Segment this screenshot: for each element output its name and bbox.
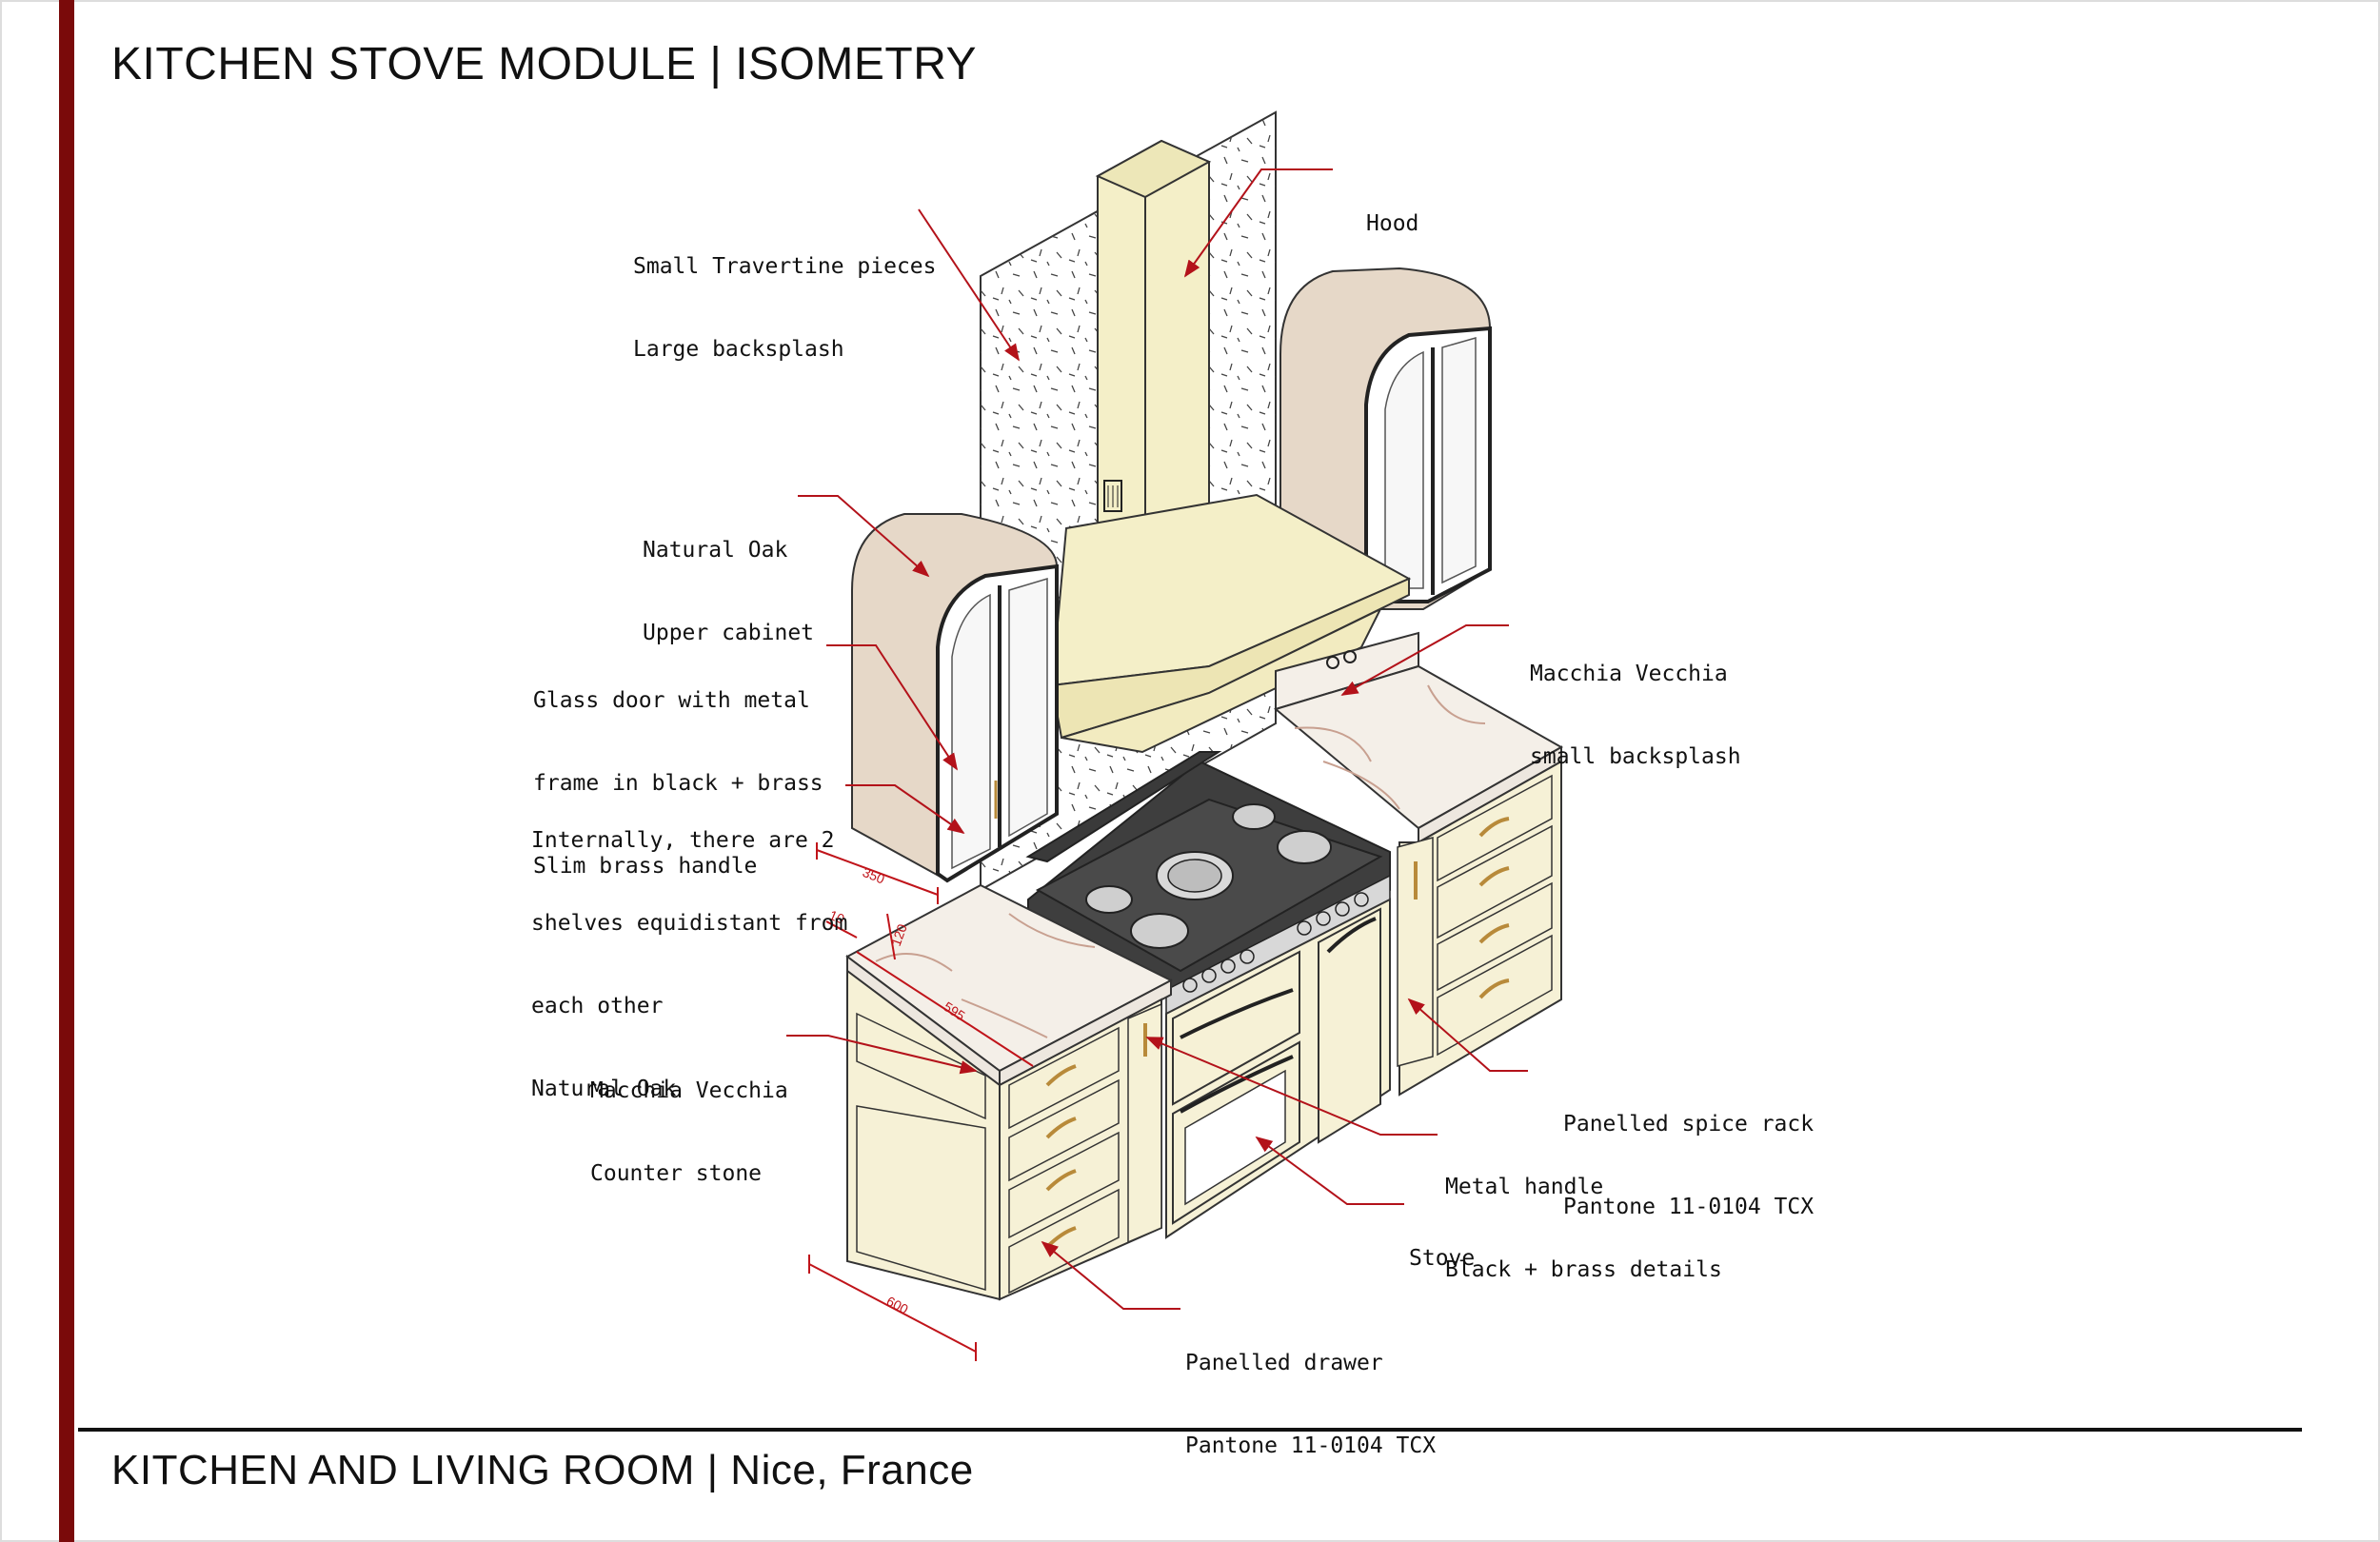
leader-drawer <box>1041 1240 1180 1310</box>
accent-bar <box>59 0 74 1542</box>
label-metal-handle-line-2: Black + brass details <box>1445 1257 1722 1282</box>
label-metal-handle: Metal handle Black + brass details <box>1445 1118 1722 1312</box>
dim-120-line <box>886 913 896 960</box>
dim-120: 120 <box>888 921 910 948</box>
leader-counter <box>786 1035 978 1075</box>
label-small-backsplash: Macchia Vecchia small backsplash <box>1530 605 1741 799</box>
leader-oak-cabinet <box>798 495 930 578</box>
dim-595-line <box>856 951 1034 1067</box>
label-drawer-line-1: Panelled drawer <box>1185 1351 1383 1375</box>
dim-10-line <box>825 920 858 939</box>
label-glass-door-line-2: frame in black + brass <box>533 771 823 796</box>
dim-10: 10 <box>827 907 847 927</box>
label-spice-rack: Panelled spice rack Pantone 11-0104 TCX <box>1563 1056 1814 1249</box>
leader-hood <box>1183 168 1333 278</box>
label-glass-door: Glass door with metal frame in black + b… <box>533 632 823 908</box>
dimension-lines <box>808 842 1034 1361</box>
dim-350-line <box>816 849 939 896</box>
right-upper-cabinet <box>1279 267 1492 610</box>
label-small-backsplash-line-2: small backsplash <box>1530 744 1741 769</box>
leader-lines <box>786 168 1528 1310</box>
left-upper-cabinet <box>851 513 1059 883</box>
label-spice-rack-line-2: Pantone 11-0104 TCX <box>1563 1195 1815 1219</box>
label-shelves-line-3: each other <box>531 994 664 1018</box>
leader-glass-door <box>826 644 958 771</box>
label-travertine: Small Travertine pieces Large backsplash <box>633 198 937 391</box>
label-travertine-line-1: Small Travertine pieces <box>633 254 937 279</box>
label-counter-line-1: Macchia Vecchia <box>590 1078 788 1103</box>
leader-stove <box>1255 1136 1404 1205</box>
dim-600: 600 <box>884 1294 911 1317</box>
label-spice-rack-line-1: Panelled spice rack <box>1563 1112 1815 1137</box>
leader-spice-rack <box>1407 998 1528 1072</box>
label-oak-cabinet-line-1: Natural Oak <box>643 538 788 563</box>
label-shelves-line-4: Natural Oak <box>531 1077 677 1101</box>
label-stove: Stove <box>1409 1190 1475 1300</box>
dim-600-line <box>808 1263 977 1353</box>
label-drawer: Panelled drawer Pantone 11-0104 TCX <box>1185 1295 1436 1488</box>
label-shelves-line-1: Internally, there are 2 <box>531 828 835 853</box>
label-glass-door-line-3: Slim brass handle <box>533 854 758 879</box>
label-metal-handle-line-1: Metal handle <box>1445 1175 1604 1199</box>
label-drawer-line-2: Pantone 11-0104 TCX <box>1185 1433 1437 1458</box>
leader-small-backsplash <box>1340 624 1509 696</box>
label-oak-cabinet-line-2: Upper cabinet <box>643 621 815 645</box>
label-small-backsplash-line-1: Macchia Vecchia <box>1530 662 1728 686</box>
label-glass-door-line-1: Glass door with metal <box>533 688 810 713</box>
page-title: KITCHEN STOVE MODULE | ISOMETRY <box>111 39 978 89</box>
right-base-cabinet <box>1273 664 1564 1097</box>
hood: ▪▪▪▪▪ <box>1050 139 1412 754</box>
label-counter-line-2: Counter stone <box>590 1161 763 1186</box>
label-oak-cabinet: Natural Oak Upper cabinet <box>643 482 814 675</box>
label-hood: Hood <box>1366 155 1418 266</box>
label-shelves-line-2: shelves equidistant from <box>531 911 848 936</box>
left-base-cabinet <box>845 883 1174 1301</box>
label-shelves: Internally, there are 2 shelves equidist… <box>531 772 847 1131</box>
dim-350: 350 <box>861 864 887 887</box>
label-counter: Macchia Vecchia Counter stone <box>590 1022 788 1216</box>
label-stove-line-1: Stove <box>1409 1246 1476 1271</box>
leader-shelves <box>845 784 965 835</box>
leader-metal-handle <box>1145 1037 1438 1136</box>
label-hood-line-1: Hood <box>1366 211 1419 236</box>
leader-travertine <box>918 208 1020 362</box>
label-travertine-line-2: Large backsplash <box>633 337 844 362</box>
project-title: KITCHEN AND LIVING ROOM | Nice, France <box>111 1447 974 1493</box>
